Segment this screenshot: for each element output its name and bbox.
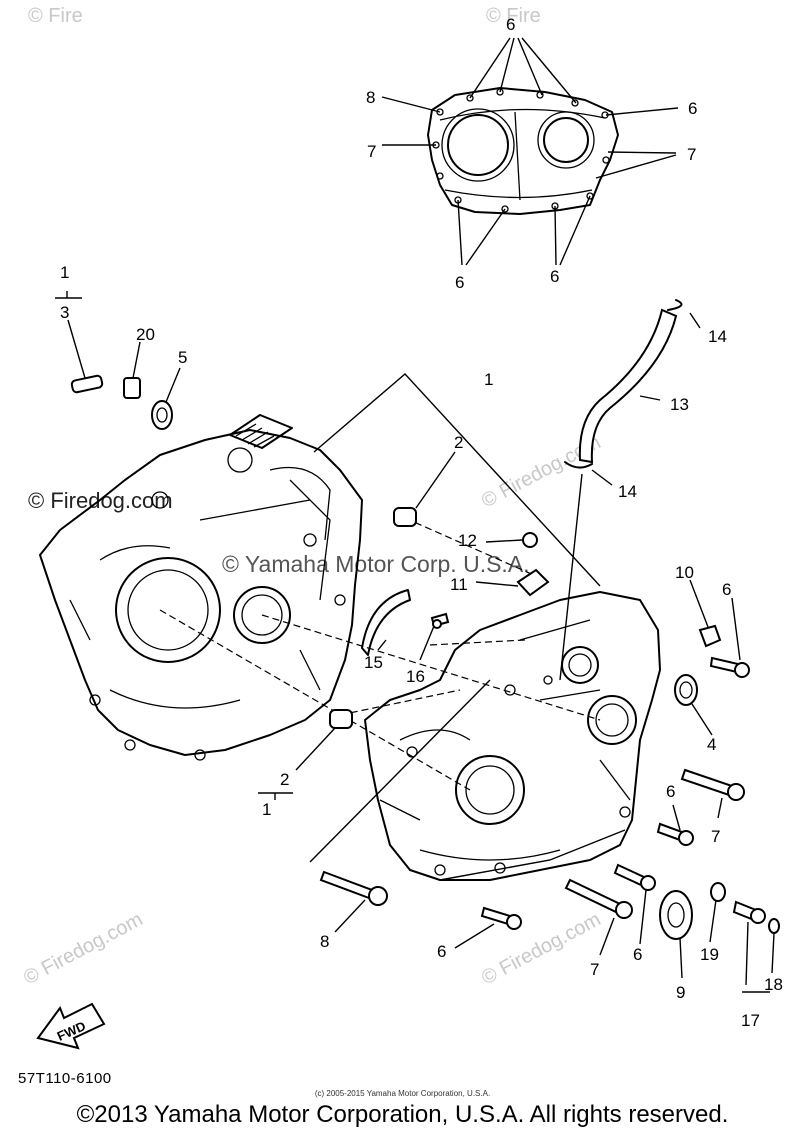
alignment-lines (159, 517, 601, 791)
forward-direction-arrow: FWD (36, 1002, 106, 1050)
left-crankcase-half-drawing (39, 414, 363, 761)
callout-7-right: 7 (711, 827, 720, 846)
callout-13: 13 (670, 395, 689, 414)
watermark-firedog-top-right: © Fire (486, 5, 541, 27)
callout-6-center: 6 (633, 945, 642, 964)
callout-20: 20 (136, 325, 155, 344)
callout-15: 15 (364, 653, 383, 672)
callout-7-bottom: 7 (590, 960, 599, 979)
diagram-code: 57T110-6100 (18, 1070, 112, 1087)
callout-12: 12 (458, 531, 477, 550)
callout-14-lower: 14 (618, 482, 637, 501)
callout-6-right-upper: 6 (722, 580, 731, 599)
callout-6-gasket-bottom-left: 6 (455, 273, 464, 292)
callout-2-lower: 2 (280, 770, 289, 789)
watermark-yamaha: © Yamaha Motor Corp. U.S.A. (222, 551, 530, 577)
callout-9: 9 (676, 983, 685, 1002)
callout-1-right-half: 1 (484, 370, 493, 389)
callout-8: 8 (320, 932, 329, 951)
callout-19: 19 (700, 945, 719, 964)
footer-copyright: ©2013 Yamaha Motor Corporation, U.S.A. A… (76, 1101, 729, 1128)
callout-16: 16 (406, 667, 425, 686)
callout-14-upper: 14 (708, 327, 727, 346)
callout-1-lower: 1 (262, 800, 271, 819)
callout-7-gasket-left: 7 (367, 142, 376, 161)
callout-11: 11 (450, 575, 468, 594)
callout-8-gasket: 8 (366, 88, 375, 107)
callout-10: 10 (675, 563, 694, 582)
watermark-firedog-top-left: © Fire (28, 5, 83, 27)
callout-3: 3 (60, 303, 69, 322)
right-crankcase-half-drawing (364, 591, 661, 881)
callout-6-gasket-bottom-right: 6 (550, 267, 559, 286)
callout-6-bottom: 6 (437, 942, 446, 961)
callout-7-gasket-right: 7 (687, 145, 696, 164)
callout-4: 4 (707, 735, 716, 754)
callout-6-gasket-right: 6 (688, 99, 697, 118)
assembly-bracket-lines (55, 291, 770, 993)
callout-6-top: 6 (506, 15, 515, 34)
callout-numbers: 6 8 6 7 7 6 6 1 3 20 5 1 2 14 13 14 12 1… (60, 15, 783, 1030)
callout-6-right-lower: 6 (666, 782, 675, 801)
crankcase-gasket-drawing (381, 37, 679, 266)
small-copyright: (c) 2005-2015 Yamaha Motor Corporation, … (314, 1089, 491, 1098)
callout-2-upper: 2 (454, 433, 463, 452)
small-parts-drawing (67, 299, 780, 986)
callout-5: 5 (178, 348, 187, 367)
watermark-firedog-bottom-left: © Firedog.com (20, 908, 146, 989)
callout-1-left-half: 1 (60, 263, 69, 282)
callout-18: 18 (764, 975, 783, 994)
callout-17: 17 (741, 1011, 760, 1030)
